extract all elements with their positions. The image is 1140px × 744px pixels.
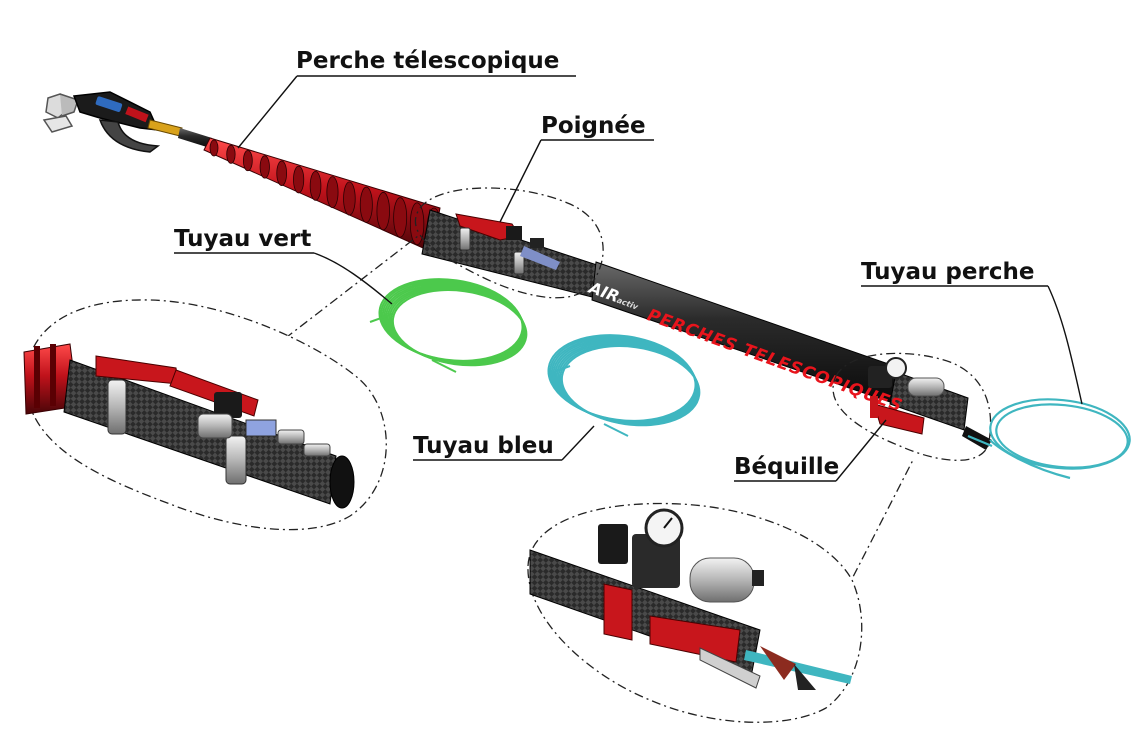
leader-tuyau-vert xyxy=(174,252,393,305)
leader-bequille xyxy=(734,419,887,482)
label-tuyau-perche: Tuyau perche xyxy=(861,259,1035,285)
green-hose-coil xyxy=(369,278,528,373)
bequille-detail-ring xyxy=(832,352,992,461)
handle-zoom-leader xyxy=(269,235,419,351)
handle-assembly xyxy=(455,213,560,275)
leader-lines xyxy=(174,75,1083,482)
label-perche-telescopique: Perche télescopique xyxy=(296,48,560,74)
bequille-assembly xyxy=(868,357,945,435)
leader-tuyau-perche xyxy=(861,285,1083,405)
label-tuyau-vert: Tuyau vert xyxy=(174,226,312,252)
blue-hose-coil xyxy=(547,334,701,437)
label-bequille: Béquille xyxy=(734,454,840,480)
handle-detail-inset xyxy=(23,299,387,531)
leader-tuyau-bleu xyxy=(413,425,595,461)
label-tuyau-bleu: Tuyau bleu xyxy=(413,433,554,459)
label-poignee: Poignée xyxy=(541,113,646,139)
pole-hose-coil xyxy=(967,398,1131,480)
pruner-head xyxy=(42,91,183,153)
leader-perche xyxy=(237,75,576,149)
leader-poignee xyxy=(499,139,654,223)
handle-detail-ring xyxy=(414,187,604,299)
detail-outlines xyxy=(269,187,992,611)
bequille-detail-inset xyxy=(527,502,863,723)
